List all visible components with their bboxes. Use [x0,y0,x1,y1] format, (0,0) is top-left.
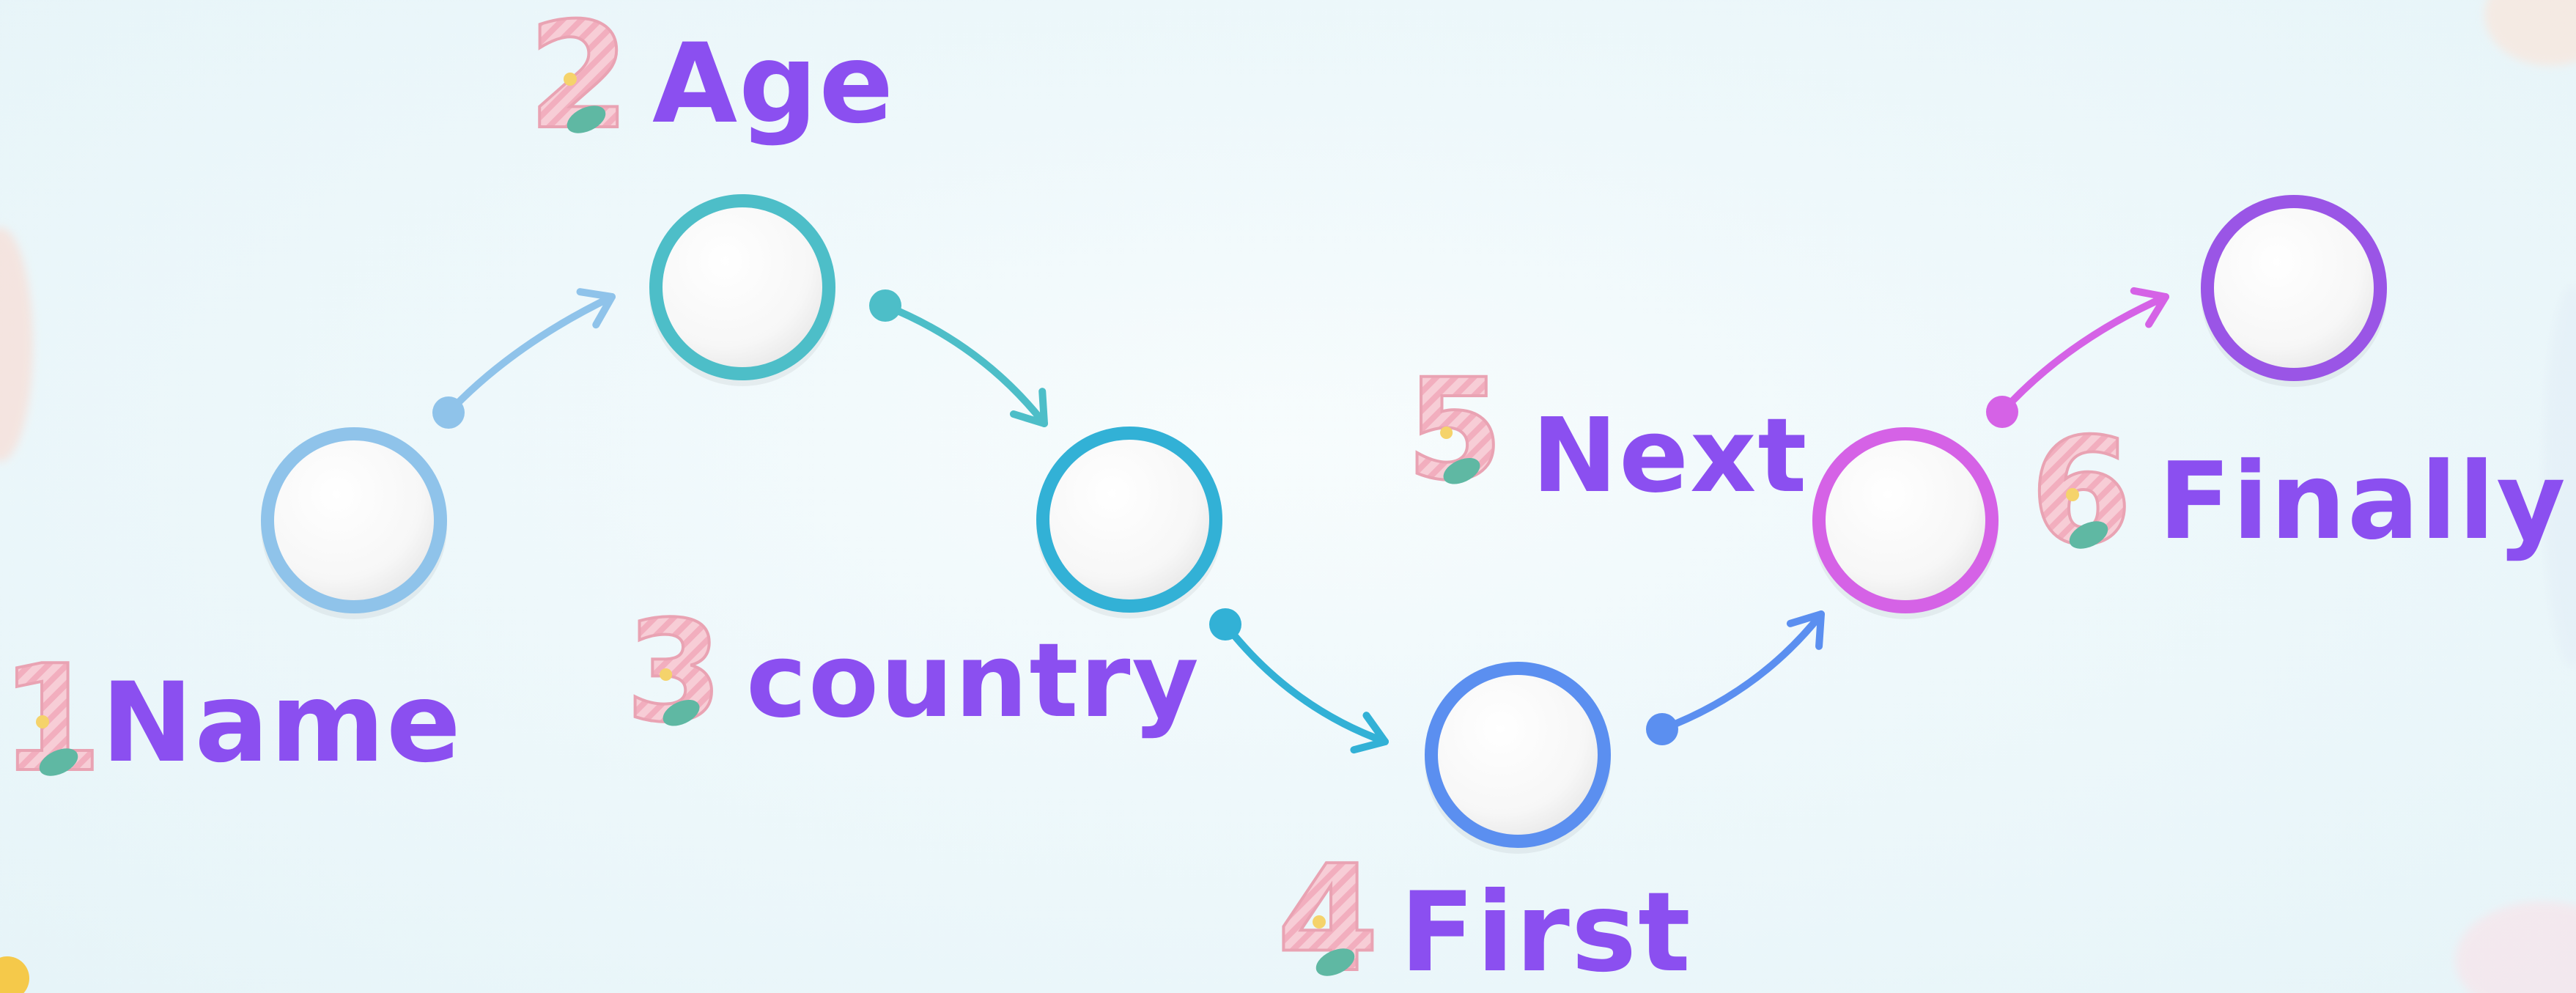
connector-start-dot [1986,396,2018,428]
connector-curve [1999,293,2169,416]
decor-dot-bottom-left [0,956,29,993]
step-5-node [1812,427,1999,619]
connector-start-dot [432,396,465,429]
connector-5-to-6 [1986,287,2169,428]
decor-blob-right [2543,286,2576,667]
connector-arrowhead [576,288,616,329]
step-6-node [2201,195,2387,387]
step-1-number-badge: 1 [0,632,104,806]
step-4-number-badge: 4 [1275,833,1380,993]
connector-curve [1222,621,1389,745]
connector-start-dot [1646,713,1678,745]
node-ring [1036,427,1222,613]
step-3-label: country [746,621,1200,741]
step-5-number-badge: 5 [1405,347,1505,512]
step-6-label: Finally [2158,440,2567,564]
step-1-label: Name [101,660,462,787]
step-2-node [649,194,835,386]
connector-arrowhead [2130,287,2169,328]
step-4-label: First [1400,869,1692,993]
connector-start-dot [869,289,901,322]
connector-1-to-2 [432,288,616,429]
connector-3-to-4 [1209,608,1389,754]
flower-icon [2066,488,2079,501]
connector-curve [1658,610,1825,733]
connector-start-dot [1209,608,1241,641]
step-number: 5 [1406,349,1503,511]
step-number: 3 [626,591,723,753]
connector-2-to-3 [869,289,1048,427]
step-1-node [261,427,447,619]
step-3-node [1036,427,1222,619]
flower-icon [36,715,49,728]
step-2-label: Age [652,21,896,148]
flower-icon [1440,426,1453,440]
decor-blob-top-right [2484,0,2576,66]
node-ring [261,427,447,613]
step-2-number-badge: 2 [526,0,631,163]
connector-curve [445,293,616,416]
leaf-icon [663,699,700,726]
leaf-icon [2069,521,2108,549]
connector-arrowhead [1009,388,1048,427]
connector-group [432,287,2169,754]
decor-blob-left [0,227,33,462]
node-ring [1425,662,1611,848]
connector-4-to-5 [1646,610,1825,745]
step-6-number-badge: 6 [2029,405,2133,579]
step-number: 6 [2030,407,2132,577]
node-ring [1812,427,1999,613]
node-ring [2201,195,2387,381]
connector-arrowhead [1786,610,1825,650]
flower-icon [660,668,673,682]
step-number: 2 [528,0,630,162]
number-badge-group: 1 2 3 4 5 6 [0,0,2134,993]
leaf-icon [1443,457,1480,484]
connector-arrowhead [1350,712,1389,754]
leaf-icon [567,106,606,133]
connector-curve [882,302,1048,427]
step-5-label: Next [1532,396,1809,516]
decor-blob-bottom-right [2455,901,2576,993]
step-3-number-badge: 3 [624,589,724,754]
leaf-icon [39,748,78,776]
step-4-node [1425,662,1611,854]
node-ring [649,194,835,380]
leaf-icon [1315,948,1355,976]
step-number: 1 [0,634,102,805]
node-group [261,194,2387,854]
flower-icon [1313,915,1326,929]
flower-icon [564,73,577,86]
